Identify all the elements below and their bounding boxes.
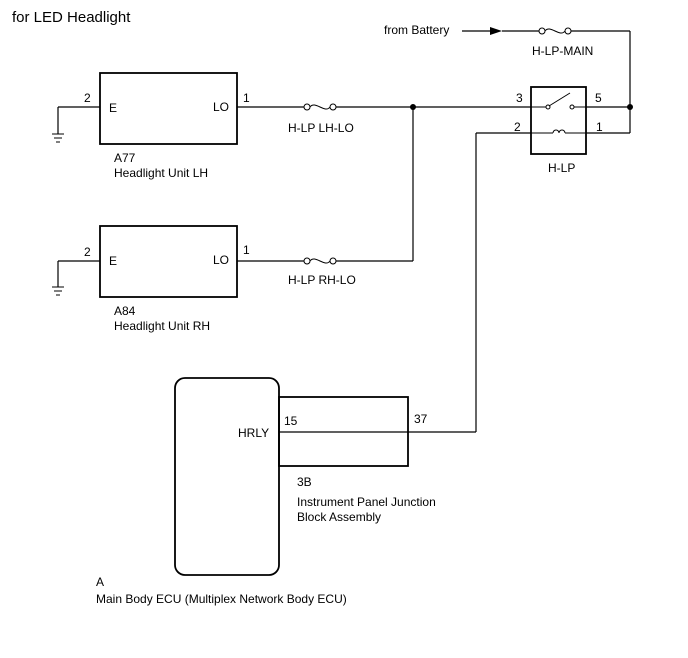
relay-pin-1: 1 [596,120,603,134]
fuse-h-lp-rh-lo-icon [303,257,337,265]
fuse-h-lp-rh-lo-label: H-LP RH-LO [288,273,356,287]
relay-pin-5: 5 [595,91,602,105]
battery-feed: from Battery H-LP-MAIN [384,23,631,107]
fuse-h-lp-lh-lo-icon [303,103,337,111]
fuse-h-lp-main-label: H-LP-MAIN [532,44,593,58]
headlight-rh-pin-lo: 1 [243,243,250,257]
junction-block-3b: 15 37 3B Instrument Panel Junction Block… [278,396,436,524]
headlight-lh-terminal-lo: LO [213,100,229,114]
fuse-h-lp-main-icon [538,27,572,35]
relay-h-lp: H-LP 3 5 2 1 [514,86,603,175]
junction-pin-15: 15 [284,414,298,428]
headlight-lh-pin-lo: 1 [243,91,250,105]
relay-pin-3: 3 [516,91,523,105]
junction-code: 3B [297,475,312,489]
headlight-rh-terminal-e: E [109,254,117,268]
headlight-unit-lh: E LO 2 1 A77 Headlight Unit LH [84,72,250,180]
relay-label: H-LP [548,161,575,175]
ecu-code: A [96,575,104,589]
relay-coil-icon [531,129,586,134]
ecu-box [174,377,280,576]
junction-pin-37: 37 [414,412,428,426]
diagram-title: for LED Headlight [12,9,131,26]
ground-rh-icon [52,260,100,296]
junction-name-line1: Instrument Panel Junction [297,495,436,509]
battery-label: from Battery [384,23,449,37]
main-body-ecu: HRLY A Main Body ECU (Multiplex Network … [96,377,347,606]
ecu-name: Main Body ECU (Multiplex Network Body EC… [96,592,347,606]
relay-pin-2: 2 [514,120,521,134]
relay-switch-icon [531,92,586,110]
junction-name-line2: Block Assembly [297,510,381,524]
headlight-unit-rh: E LO 2 1 A84 Headlight Unit RH [84,225,250,333]
headlight-lh-box [99,72,238,145]
headlight-lh-code: A77 [114,151,136,165]
headlight-lh-terminal-e: E [109,101,117,115]
ground-lh-icon [52,106,100,143]
relay-body [530,86,587,155]
headlight-lh-name: Headlight Unit LH [114,166,208,180]
fuse-h-lp-lh-lo-label: H-LP LH-LO [288,121,354,135]
headlight-lh-pin-e: 2 [84,91,91,105]
arrow-right-icon [490,27,502,35]
headlight-rh-pin-e: 2 [84,245,91,259]
headlight-rh-terminal-lo: LO [213,253,229,267]
headlight-rh-code: A84 [114,304,136,318]
headlight-rh-name: Headlight Unit RH [114,319,210,333]
ecu-terminal-hrly: HRLY [238,426,269,440]
